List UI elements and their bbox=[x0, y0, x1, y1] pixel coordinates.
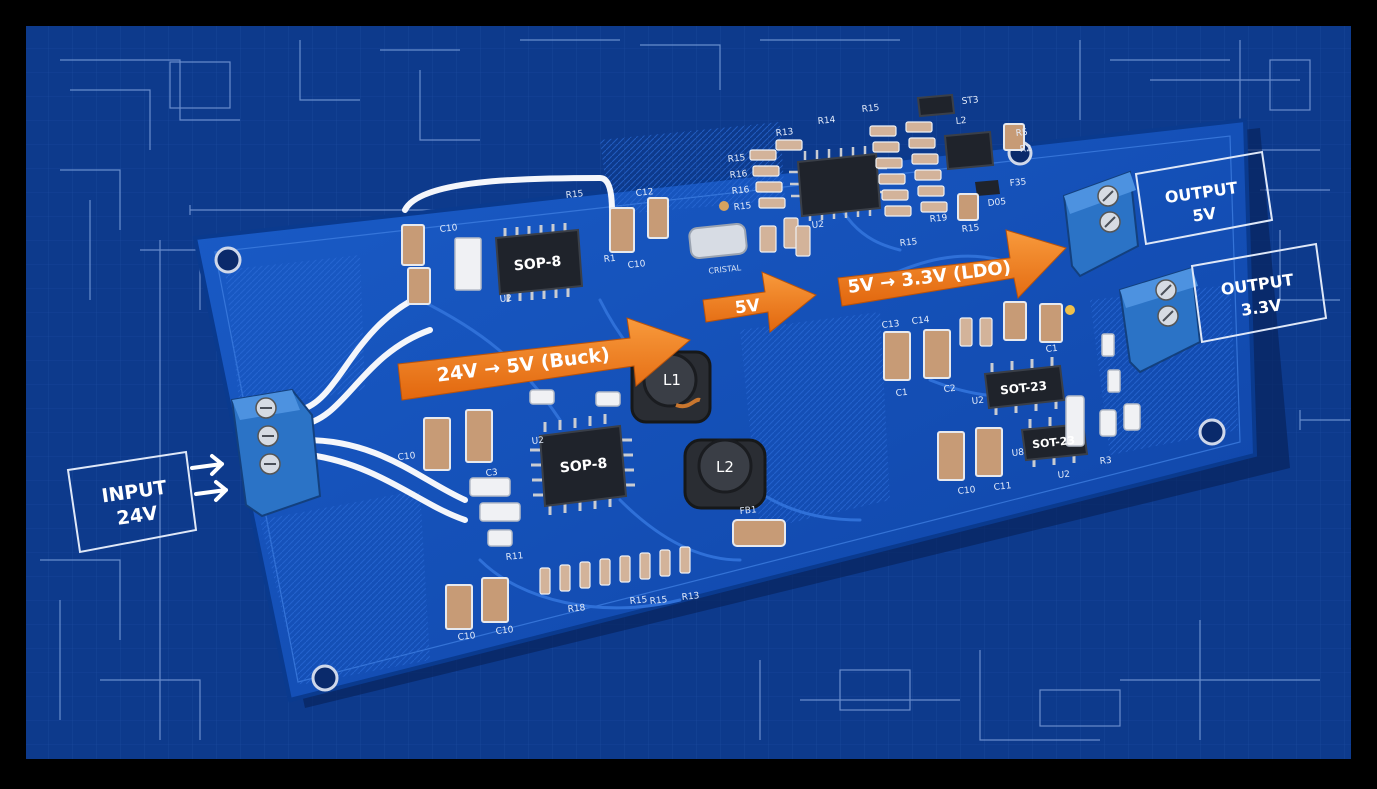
silkscreen-u8: U8 bbox=[1011, 448, 1025, 459]
label-crystal: CRISTAL bbox=[708, 263, 742, 275]
silkscreen-r18: R18 bbox=[567, 603, 586, 615]
silkscreen-c10_d: C10 bbox=[397, 451, 416, 463]
ic-sot23-a bbox=[983, 357, 1066, 415]
silkscreen-r11: R11 bbox=[505, 551, 524, 563]
silkscreen-u2_b: U2 bbox=[811, 220, 824, 231]
copper-pours bbox=[225, 122, 1238, 685]
silkscreen-c2: C2 bbox=[943, 384, 956, 395]
silkscreen-r19: R19 bbox=[929, 213, 948, 225]
label-sop8-top: SOP-8 bbox=[513, 254, 562, 275]
component-labels: SOP-8 SOP-8 SOT-23 SOT-23 L1 L2 bbox=[513, 254, 1076, 477]
power-traces bbox=[297, 174, 615, 523]
label-output5v-line2: 5V bbox=[1191, 203, 1218, 225]
ic-mcu bbox=[789, 146, 889, 221]
silkscreen-st3: ST3 bbox=[961, 95, 979, 107]
silkscreen-r13_b: R13 bbox=[681, 591, 700, 603]
silkscreen-r16_a: R16 bbox=[729, 169, 748, 181]
silkscreen-c10_b: C10 bbox=[627, 259, 646, 271]
silkscreen-r3: R3 bbox=[1099, 456, 1112, 467]
stage-arrows bbox=[397, 229, 1067, 401]
arrow-ldo bbox=[837, 229, 1067, 307]
label-sot23-b: SOT-23 bbox=[1032, 434, 1076, 451]
silkscreen-r2: R2 bbox=[1019, 144, 1032, 155]
silkscreen-r13: R13 bbox=[775, 127, 794, 139]
terminal-output-5v bbox=[1062, 170, 1140, 278]
terminal-output-3v3 bbox=[1118, 266, 1202, 374]
silkscreen-r15_h: R15 bbox=[649, 595, 668, 607]
ic-sop8-bottom bbox=[530, 414, 635, 515]
silkscreen-c1_a: C1 bbox=[895, 388, 908, 399]
silkscreen-c3: C3 bbox=[485, 468, 498, 479]
silkscreen-r16_b: R16 bbox=[731, 185, 750, 197]
silkscreen-c10_c: C10 bbox=[957, 485, 976, 497]
silkscreen-r15_c: R15 bbox=[733, 201, 752, 213]
silkscreen-r15_f: R15 bbox=[961, 223, 980, 235]
input-arrow-icons bbox=[190, 454, 228, 502]
silkscreen-c10_a: C10 bbox=[439, 223, 458, 235]
label-inductor-l1: L1 bbox=[663, 371, 681, 389]
silkscreen-c13: C13 bbox=[881, 319, 900, 331]
silkscreen-r15_e: R15 bbox=[899, 237, 918, 249]
label-sot23-a: SOT-23 bbox=[1000, 379, 1048, 398]
silkscreen-r1: R1 bbox=[603, 254, 616, 265]
silkscreen-u2_e: U2 bbox=[531, 436, 544, 447]
arrow-buck bbox=[397, 317, 691, 401]
silkscreen-r15_d: R15 bbox=[861, 103, 880, 115]
silkscreen-l2_top: L2 bbox=[955, 116, 967, 127]
silkscreen-c14: C14 bbox=[911, 315, 930, 327]
silkscreen-c10_e: C10 bbox=[457, 631, 476, 643]
silkscreen-f35: F35 bbox=[1009, 177, 1027, 189]
crystal bbox=[688, 222, 748, 260]
silkscreen-c10_f: C10 bbox=[495, 625, 514, 637]
silkscreen-c12: C12 bbox=[635, 187, 654, 199]
silkscreen-u2_d: U2 bbox=[1057, 470, 1070, 481]
passive-components bbox=[401, 121, 1141, 630]
silkscreen-c1_b: C1 bbox=[1045, 344, 1058, 355]
label-sop8-bottom: SOP-8 bbox=[559, 456, 608, 477]
io-label-frames bbox=[66, 150, 1328, 554]
ic-small-top bbox=[916, 93, 1000, 196]
inductor-l2 bbox=[683, 438, 767, 510]
label-stage-5v: 5V bbox=[734, 295, 762, 318]
silkscreen-c11: C11 bbox=[993, 481, 1012, 493]
silkscreen-r15_b: R15 bbox=[727, 153, 746, 165]
terminal-input bbox=[230, 388, 322, 518]
ic-sop8-top bbox=[494, 223, 584, 302]
silkscreen-fb1: FB1 bbox=[739, 505, 757, 517]
label-inductor-l2: L2 bbox=[716, 458, 734, 476]
silkscreen-r15_g: R15 bbox=[629, 595, 648, 607]
silkscreen-r15_a: R15 bbox=[565, 189, 584, 201]
silkscreen-r14: R14 bbox=[817, 115, 836, 127]
silkscreen-r5: R5 bbox=[1015, 128, 1028, 139]
silkscreen-u2_a: U2 bbox=[499, 294, 512, 305]
silkscreen-u2_c: U2 bbox=[971, 396, 984, 407]
arrow-5v bbox=[702, 271, 817, 333]
silkscreen-d05: D05 bbox=[987, 197, 1006, 209]
